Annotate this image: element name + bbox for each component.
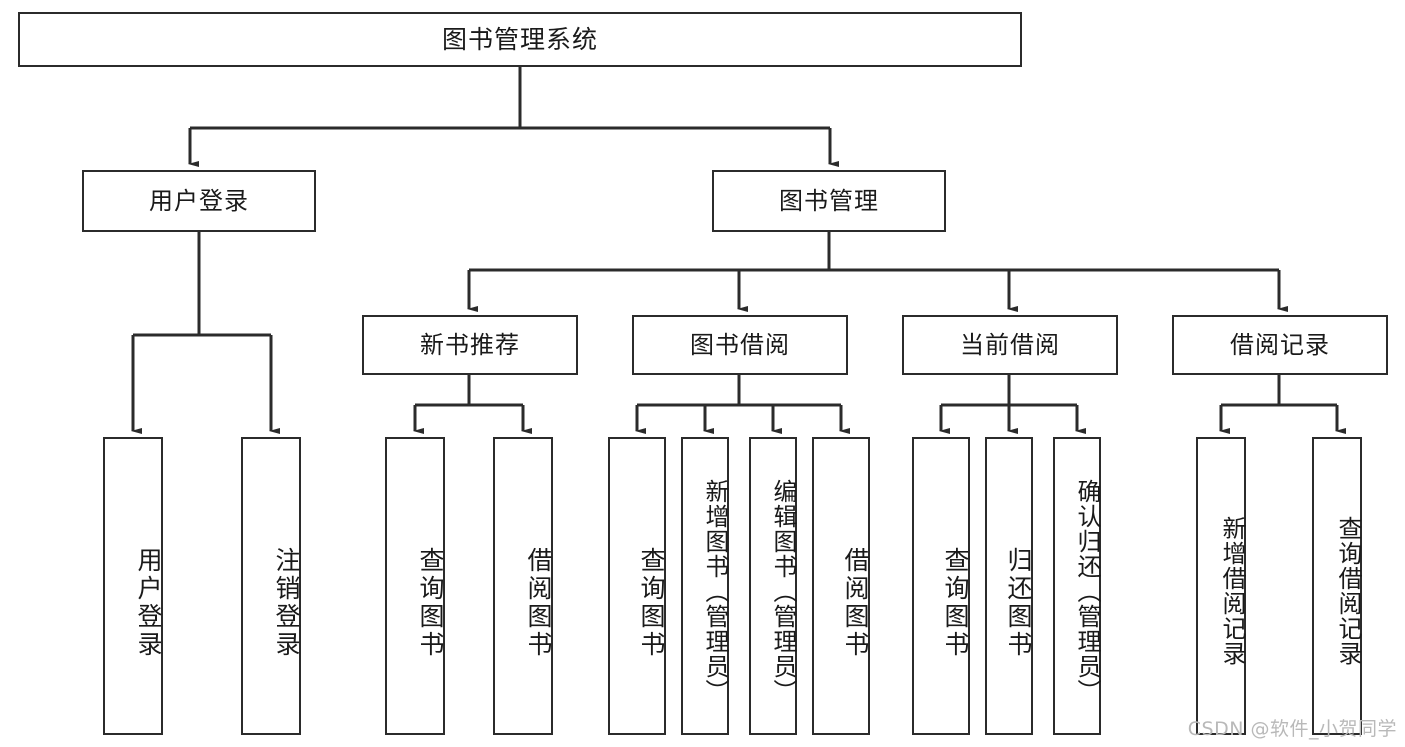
node-label: 确认归还（管理员） — [1073, 478, 1101, 704]
node-label: 新增图书（管理员） — [701, 478, 729, 704]
node-label: 新增借阅记录 — [1218, 516, 1246, 666]
node-label: 图书管理 — [779, 186, 879, 215]
node-leaf-borrow-book-recommend[interactable]: 借阅图书 — [493, 437, 553, 735]
node-label: 查询图书 — [941, 547, 970, 659]
node-label: 借阅记录 — [1230, 330, 1330, 359]
node-new-book-recommend[interactable]: 新书推荐 — [362, 315, 578, 375]
node-label: 编辑图书（管理员） — [769, 478, 797, 704]
node-leaf-user-login[interactable]: 用户登录 — [103, 437, 163, 735]
node-leaf-logout[interactable]: 注销登录 — [241, 437, 301, 735]
node-user-login[interactable]: 用户登录 — [82, 170, 316, 232]
node-leaf-confirm-return-admin[interactable]: 确认归还（管理员） — [1053, 437, 1101, 735]
node-borrow-record[interactable]: 借阅记录 — [1172, 315, 1388, 375]
node-label: 查询借阅记录 — [1334, 516, 1362, 666]
node-book-management[interactable]: 图书管理 — [712, 170, 946, 232]
node-label: 注销登录 — [272, 547, 301, 659]
node-label: 查询图书 — [416, 547, 445, 659]
node-label: 用户登录 — [134, 547, 163, 659]
node-label: 借阅图书 — [524, 547, 553, 659]
node-leaf-query-book-recommend[interactable]: 查询图书 — [385, 437, 445, 735]
node-label: 图书借阅 — [690, 330, 790, 359]
node-label: 用户登录 — [149, 186, 249, 215]
node-label: 图书管理系统 — [441, 24, 598, 54]
node-label: 借阅图书 — [841, 547, 870, 659]
node-leaf-edit-book-admin[interactable]: 编辑图书（管理员） — [749, 437, 797, 735]
node-current-borrow[interactable]: 当前借阅 — [902, 315, 1118, 375]
node-label: 当前借阅 — [960, 330, 1060, 359]
node-root-system[interactable]: 图书管理系统 — [18, 12, 1022, 67]
node-leaf-add-borrow-record[interactable]: 新增借阅记录 — [1196, 437, 1246, 735]
node-book-borrow[interactable]: 图书借阅 — [632, 315, 848, 375]
node-leaf-query-borrow-record[interactable]: 查询借阅记录 — [1312, 437, 1362, 735]
node-label: 归还图书 — [1004, 547, 1033, 659]
node-leaf-query-book-current[interactable]: 查询图书 — [912, 437, 970, 735]
node-leaf-return-book[interactable]: 归还图书 — [985, 437, 1033, 735]
node-leaf-borrow-book[interactable]: 借阅图书 — [812, 437, 870, 735]
node-leaf-add-book-admin[interactable]: 新增图书（管理员） — [681, 437, 729, 735]
node-leaf-query-book-borrow[interactable]: 查询图书 — [608, 437, 666, 735]
node-label: 新书推荐 — [420, 330, 520, 359]
watermark-text: CSDN @软件_小贺同学 — [1187, 718, 1397, 740]
node-label: 查询图书 — [637, 547, 666, 659]
